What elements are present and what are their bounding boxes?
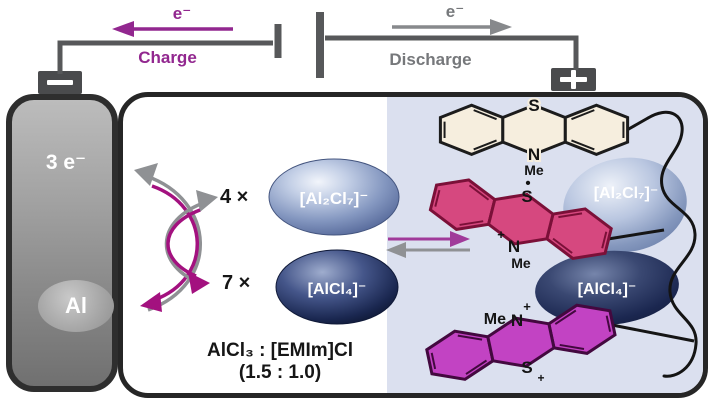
- dication-n-plus: +: [523, 299, 531, 314]
- exchange-arc-purple-large-head: [140, 292, 162, 312]
- radical-n-plus: +: [497, 227, 505, 242]
- dication-aromatic-bonds: [429, 304, 612, 380]
- exchange-arc-gray-small-head: [196, 190, 218, 212]
- negative-terminal: [38, 71, 82, 94]
- dication-ring-left: [424, 325, 495, 386]
- phenothiazine-neutral: [440, 105, 627, 154]
- al-metal-disc: Al: [38, 280, 114, 332]
- al-electrode: [6, 94, 118, 392]
- ion-count-upper: 4 ×: [220, 186, 249, 208]
- electrolyte-composition-line1: AlCl₃ : [EMIm]Cl: [207, 340, 353, 361]
- neutral-s-atom: S: [528, 96, 539, 115]
- equilibrium-arrows: [386, 231, 470, 258]
- radical-ring-central: [486, 187, 557, 251]
- radical-n-atom: N: [508, 237, 520, 256]
- neutral-me-group: Me: [524, 162, 544, 178]
- wire-left: [57, 40, 273, 74]
- phenothiazine-radical-cation: [427, 173, 614, 266]
- dication-s-atom: S: [521, 358, 532, 377]
- exchange-arc-purple-small-head: [188, 272, 210, 294]
- equilibrium-arrow-back-head: [386, 242, 406, 258]
- discharge-arrow-head: [490, 19, 512, 35]
- radical-s-atom: S: [521, 187, 532, 206]
- wire-right: [325, 35, 579, 70]
- minus-symbol: [47, 80, 73, 85]
- charge-arrow-head: [112, 21, 134, 37]
- radical-ring-left: [427, 173, 498, 237]
- neutral-ring-left: [440, 105, 502, 154]
- dication-n-atom: N: [511, 311, 523, 330]
- exchange-arc-gray-large-head: [134, 163, 158, 186]
- charge-label: Charge: [138, 48, 197, 67]
- exchange-arc-purple-large: [151, 184, 199, 302]
- counter-ion-blob-AlCl4: [535, 250, 679, 326]
- blob-label-Al2Cl7: [Al₂Cl₇]⁻: [594, 185, 659, 202]
- radical-aromatic-bonds: [432, 179, 609, 260]
- radical-me-group: Me: [511, 255, 531, 271]
- electrolyte-composition: AlCl₃ : [EMIm]Cl (1.5 : 1.0): [140, 340, 420, 384]
- positive-terminal: [551, 68, 596, 91]
- dication-me-group: Me: [484, 311, 506, 328]
- sphere-label-Al2Cl7: [Al₂Cl₇]⁻: [300, 189, 369, 208]
- neutral-n-atom: N: [528, 145, 540, 164]
- exchange-arc-gray-large: [145, 174, 202, 312]
- polymer-chain: [646, 110, 698, 378]
- discharge-electron-label: e⁻: [445, 2, 465, 21]
- plus-symbol-vertical: [571, 70, 576, 89]
- ion-count-lower: 7 ×: [222, 272, 251, 294]
- neutral-aromatic-bonds: [445, 110, 624, 149]
- blob-label-AlCl4: [AlCl₄]⁻: [578, 281, 637, 298]
- electrode-electron-count: 3 e⁻: [45, 151, 87, 174]
- electrolyte-composition-line2: (1.5 : 1.0): [238, 362, 322, 383]
- polymer-link-bonds: [607, 116, 695, 343]
- discharge-label: Discharge: [389, 50, 472, 69]
- equilibrium-arrow-forward-head: [450, 231, 470, 247]
- charge-electron-label: e⁻: [172, 4, 192, 23]
- dication-ring-central: [485, 312, 556, 373]
- phenothiazine-dication: [424, 299, 617, 386]
- exchange-arrows: [134, 163, 218, 312]
- neutral-ring-central: [503, 105, 565, 154]
- sphere-label-AlCl4: [AlCl₄]⁻: [308, 281, 367, 298]
- chloroaluminate-sphere-AlCl4: [275, 249, 399, 325]
- neutral-ring-right: [565, 105, 627, 154]
- chloroaluminate-sphere-Al2Cl7: [268, 158, 400, 236]
- radical-dot: •: [525, 175, 530, 192]
- exchange-arc-purple-small: [166, 208, 201, 278]
- dication-s-plus: +: [537, 371, 544, 385]
